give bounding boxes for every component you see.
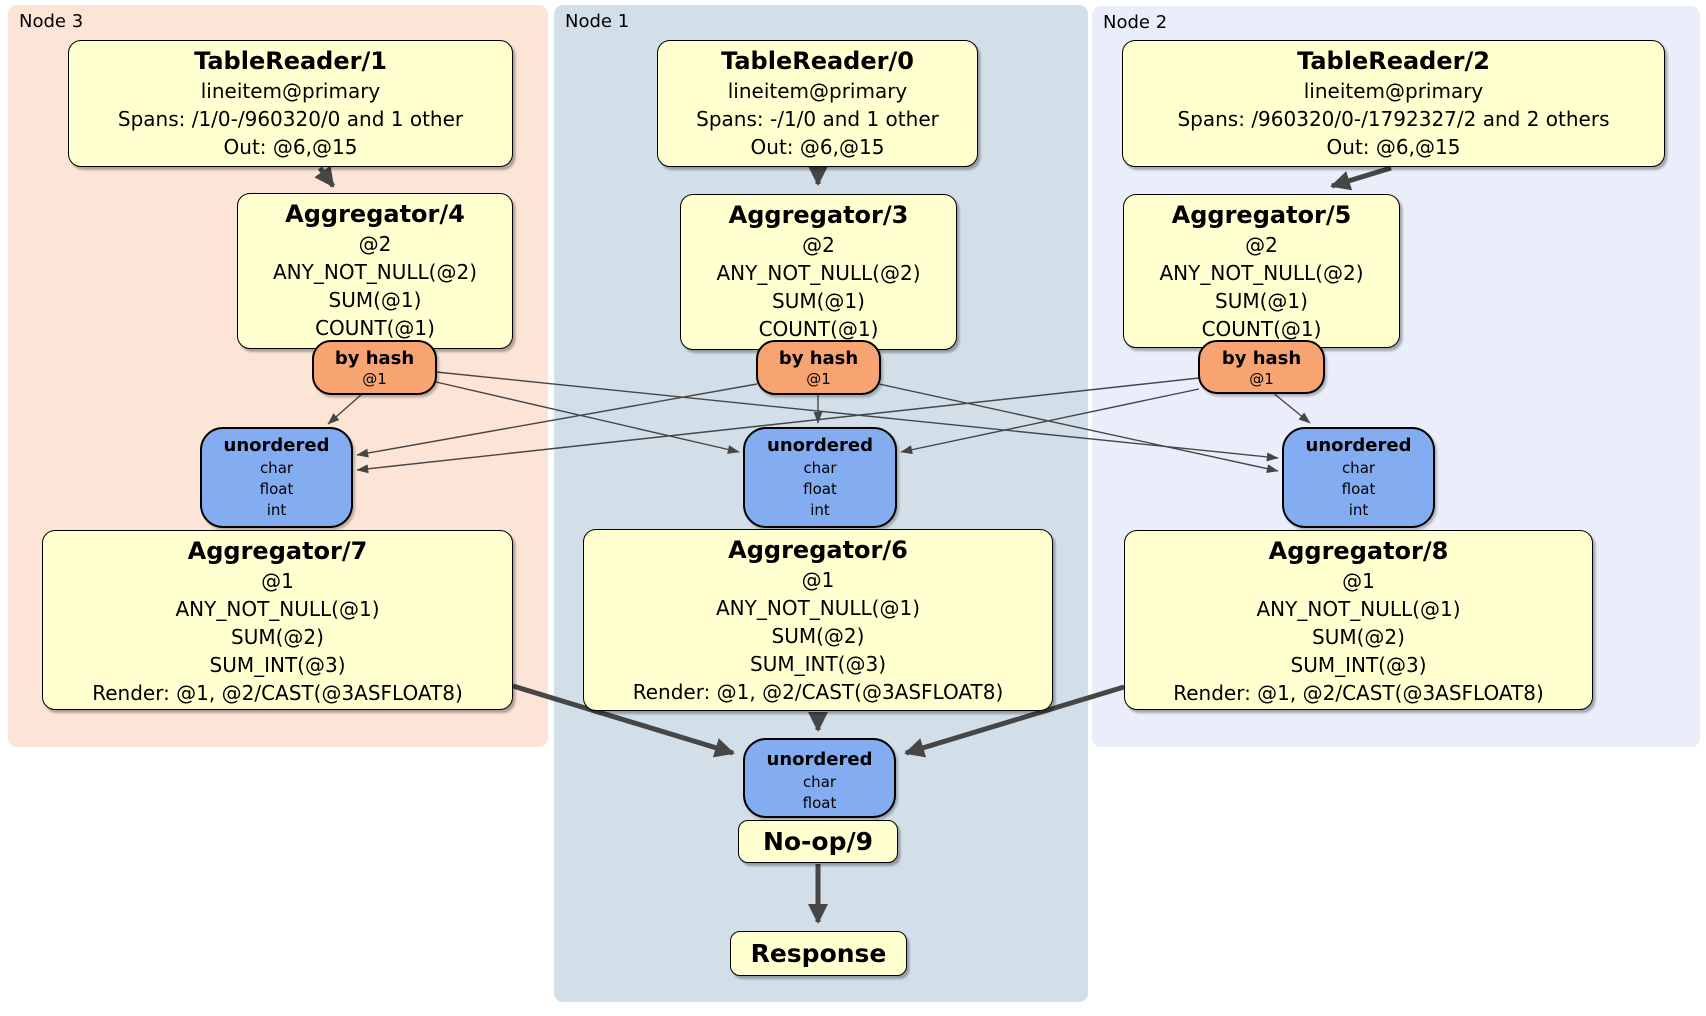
processor-aggregator-4: Aggregator/4 @2 ANY_NOT_NULL(@2) SUM(@1)… (237, 193, 513, 349)
processor-title: Response (750, 938, 887, 968)
router-key: @1 (1249, 370, 1274, 388)
processor-title: No-op/9 (762, 826, 874, 856)
processor-title: Aggregator/8 (1268, 537, 1449, 565)
processor-detail: @2 (358, 232, 392, 256)
stream-unordered-left: unordered char float int (200, 427, 353, 528)
processor-detail: SUM_INT(@3) (750, 652, 886, 676)
processor-detail: lineitem@primary (1303, 79, 1484, 103)
stream-type: char (803, 459, 837, 477)
flow-arrows (314, 165, 1392, 925)
processor-detail: ANY_NOT_NULL(@1) (175, 597, 380, 621)
processor-detail: lineitem@primary (200, 79, 381, 103)
stream-title: unordered (223, 435, 330, 456)
processor-detail: SUM(@1) (328, 288, 422, 312)
processor-detail: COUNT(@1) (1201, 317, 1322, 341)
router-by-hash-5: by hash @1 (1198, 340, 1325, 394)
processor-detail: Spans: /1/0-/960320/0 and 1 other (117, 107, 464, 131)
stream-title: unordered (1305, 435, 1412, 456)
processor-detail: ANY_NOT_NULL(@2) (273, 260, 477, 284)
processor-response: Response (730, 931, 907, 976)
panel-node-1-label: Node 1 (565, 11, 630, 32)
processor-title: Aggregator/5 (1171, 201, 1352, 229)
processor-detail: SUM(@1) (772, 289, 865, 313)
router-title: by hash (334, 348, 415, 369)
processor-detail: @1 (801, 568, 835, 592)
processor-aggregator-7: Aggregator/7 @1 ANY_NOT_NULL(@1) SUM(@2)… (42, 530, 513, 710)
processor-title: Aggregator/7 (187, 537, 368, 565)
processor-aggregator-3: Aggregator/3 @2 ANY_NOT_NULL(@2) SUM(@1)… (680, 194, 957, 350)
processor-detail: lineitem@primary (727, 79, 908, 103)
router-by-hash-4: by hash @1 (312, 340, 437, 395)
stream-unordered-mid: unordered char float int (743, 427, 897, 528)
stream-type: float (803, 480, 837, 498)
processor-detail: SUM_INT(@3) (1290, 653, 1427, 677)
processor-detail: SUM(@2) (1312, 625, 1405, 649)
processor-tablereader-0: TableReader/0 lineitem@primary Spans: -/… (657, 40, 978, 167)
processor-detail: Out: @6,@15 (1326, 135, 1461, 159)
processor-detail: Out: @6,@15 (750, 135, 885, 159)
processor-detail: Out: @6,@15 (223, 135, 358, 159)
stream-unordered-right: unordered char float int (1282, 427, 1435, 528)
stream-title: unordered (767, 435, 873, 456)
processor-aggregator-6: Aggregator/6 @1 ANY_NOT_NULL(@1) SUM(@2)… (583, 529, 1053, 711)
stream-type: float (1341, 480, 1376, 498)
processor-detail: ANY_NOT_NULL(@2) (1159, 261, 1364, 285)
stream-type: float (802, 794, 837, 812)
processor-aggregator-5: Aggregator/5 @2 ANY_NOT_NULL(@2) SUM(@1)… (1123, 194, 1400, 348)
processor-detail: Render: @1, @2/CAST(@3ASFLOAT8) (1173, 681, 1544, 705)
stream-type: int (810, 501, 830, 519)
processor-detail: SUM_INT(@3) (209, 653, 346, 677)
stream-unordered-final: unordered char float (743, 738, 896, 818)
processor-detail: @1 (261, 569, 294, 593)
processor-detail: SUM(@1) (1215, 289, 1308, 313)
processor-aggregator-8: Aggregator/8 @1 ANY_NOT_NULL(@1) SUM(@2)… (1124, 530, 1593, 710)
router-by-hash-3: by hash @1 (756, 340, 881, 395)
processor-title: TableReader/0 (721, 47, 914, 75)
processor-detail: COUNT(@1) (315, 316, 435, 340)
processor-tablereader-1: TableReader/1 lineitem@primary Spans: /1… (68, 40, 513, 167)
processor-detail: COUNT(@1) (758, 317, 879, 341)
router-stream-edges (327, 371, 1311, 474)
router-key: @1 (806, 370, 831, 388)
processor-detail: ANY_NOT_NULL(@1) (1256, 597, 1461, 621)
processor-detail: @2 (802, 233, 835, 257)
stream-type: char (259, 459, 294, 477)
processor-title: TableReader/2 (1297, 47, 1490, 75)
router-title: by hash (1221, 348, 1302, 369)
processor-detail: @1 (1342, 569, 1375, 593)
stream-type: float (259, 480, 294, 498)
processor-title: Aggregator/4 (285, 200, 465, 228)
router-key: @1 (362, 370, 387, 388)
processor-noop-9: No-op/9 (738, 820, 898, 863)
processor-detail: ANY_NOT_NULL(@2) (716, 261, 921, 285)
processor-title: Aggregator/6 (728, 536, 908, 564)
stream-type: int (1348, 501, 1369, 519)
panel-node-3-label: Node 3 (19, 11, 84, 32)
panel-node-2-label: Node 2 (1103, 12, 1168, 33)
processor-detail: Spans: /960320/0-/1792327/2 and 2 others (1177, 107, 1610, 131)
processor-title: TableReader/1 (194, 47, 387, 75)
processor-detail: Spans: -/1/0 and 1 other (696, 107, 939, 131)
processor-title: Aggregator/3 (728, 201, 909, 229)
stream-type: char (1341, 459, 1376, 477)
processor-detail: SUM(@2) (771, 624, 865, 648)
stream-title: unordered (766, 749, 873, 770)
processor-detail: Render: @1, @2/CAST(@3ASFLOAT8) (92, 681, 463, 705)
processor-detail: ANY_NOT_NULL(@1) (716, 596, 920, 620)
stream-type: char (802, 773, 837, 791)
router-title: by hash (778, 348, 859, 369)
stream-type: int (266, 501, 287, 519)
processor-detail: Render: @1, @2/CAST(@3ASFLOAT8) (632, 680, 1004, 704)
processor-detail: @2 (1245, 233, 1278, 257)
processor-tablereader-2: TableReader/2 lineitem@primary Spans: /9… (1122, 40, 1665, 167)
processor-detail: SUM(@2) (231, 625, 324, 649)
